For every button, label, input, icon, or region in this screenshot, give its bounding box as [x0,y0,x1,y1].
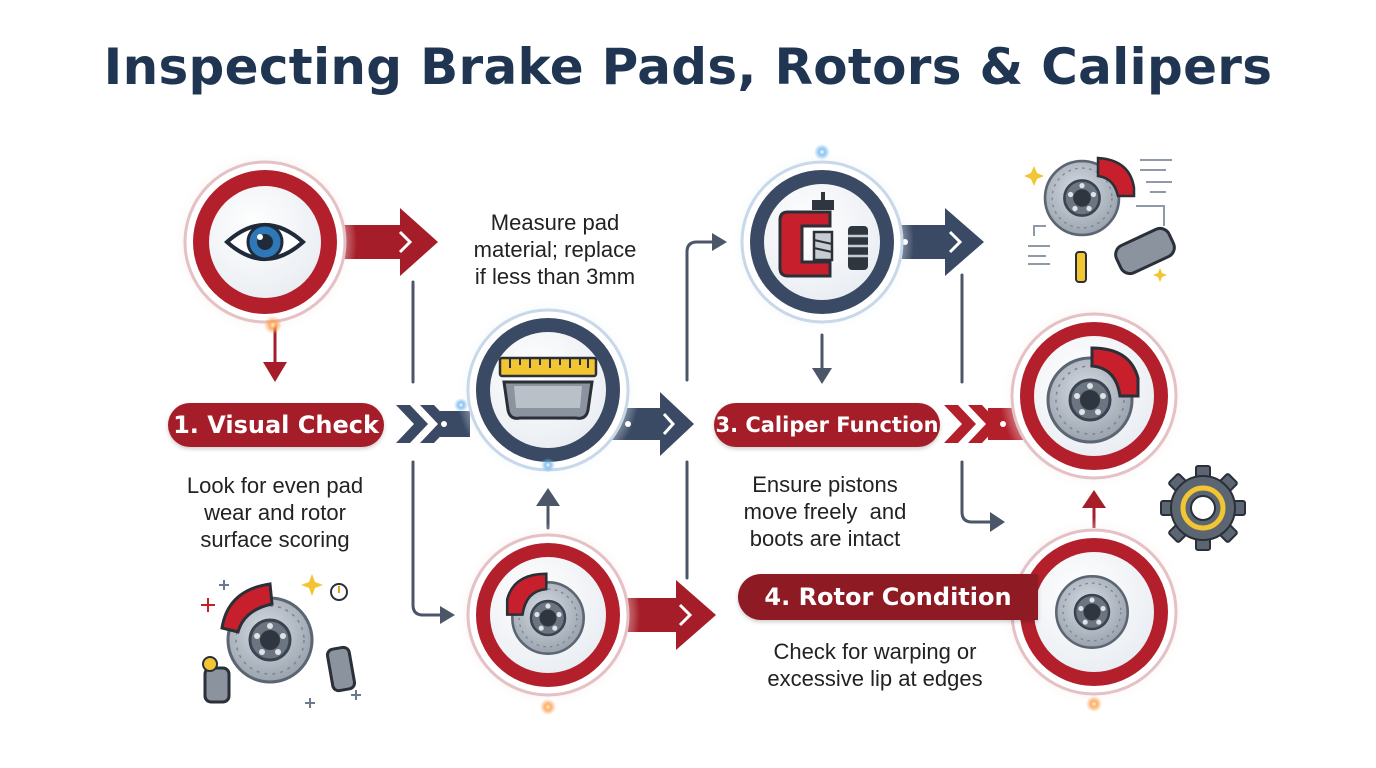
flow-arrow-6 [600,580,716,650]
arrowhead [990,512,1005,532]
step-1-description: Look for even pad wear and rotor surface… [186,473,364,552]
arrowhead [812,368,832,384]
arrowhead [263,362,287,382]
arrowhead [536,488,560,506]
step-2-description: Measure pad material; replace if less th… [473,210,637,289]
flow-arrow-1 [340,208,438,276]
step-3-label: 3. Caliper Function [714,403,940,447]
rotor-caliper-icon [505,572,585,655]
step-4-description: Check for warping or excessive lip at ed… [767,639,983,691]
c-clamp-piston-icon [778,192,868,278]
step-3-description: Ensure pistons move freely and boots are… [743,472,907,551]
step-2b-circle [456,523,640,715]
step-1-label: 1. Visual Check [168,403,384,447]
connector-arrowheads [440,233,1005,624]
step-4-circle [1000,518,1188,712]
sparkle-icon [201,574,361,708]
step-4-circle-right [1000,302,1188,490]
brake-diagram-illustration [1024,156,1176,283]
connector-line [960,460,994,524]
step-2-circle [454,298,640,482]
gear-icon [1160,465,1246,551]
step-3-circle [730,144,914,334]
arrowhead [712,233,727,251]
step-1-circle [173,150,357,334]
eye-icon [223,223,307,261]
ruler-brake-pad-icon [498,356,598,420]
arrowhead [440,606,455,624]
rotor-caliper-icon [1046,346,1140,444]
arrowhead [1082,490,1106,508]
page-title: Inspecting Brake Pads, Rotors & Calipers [103,38,1273,96]
connector-line [685,240,714,382]
rotor-icon [1055,575,1129,649]
brake-assembly-illustration [201,574,361,708]
step-4-label: 4. Rotor Condition [738,574,1038,620]
connector-line [411,460,442,617]
